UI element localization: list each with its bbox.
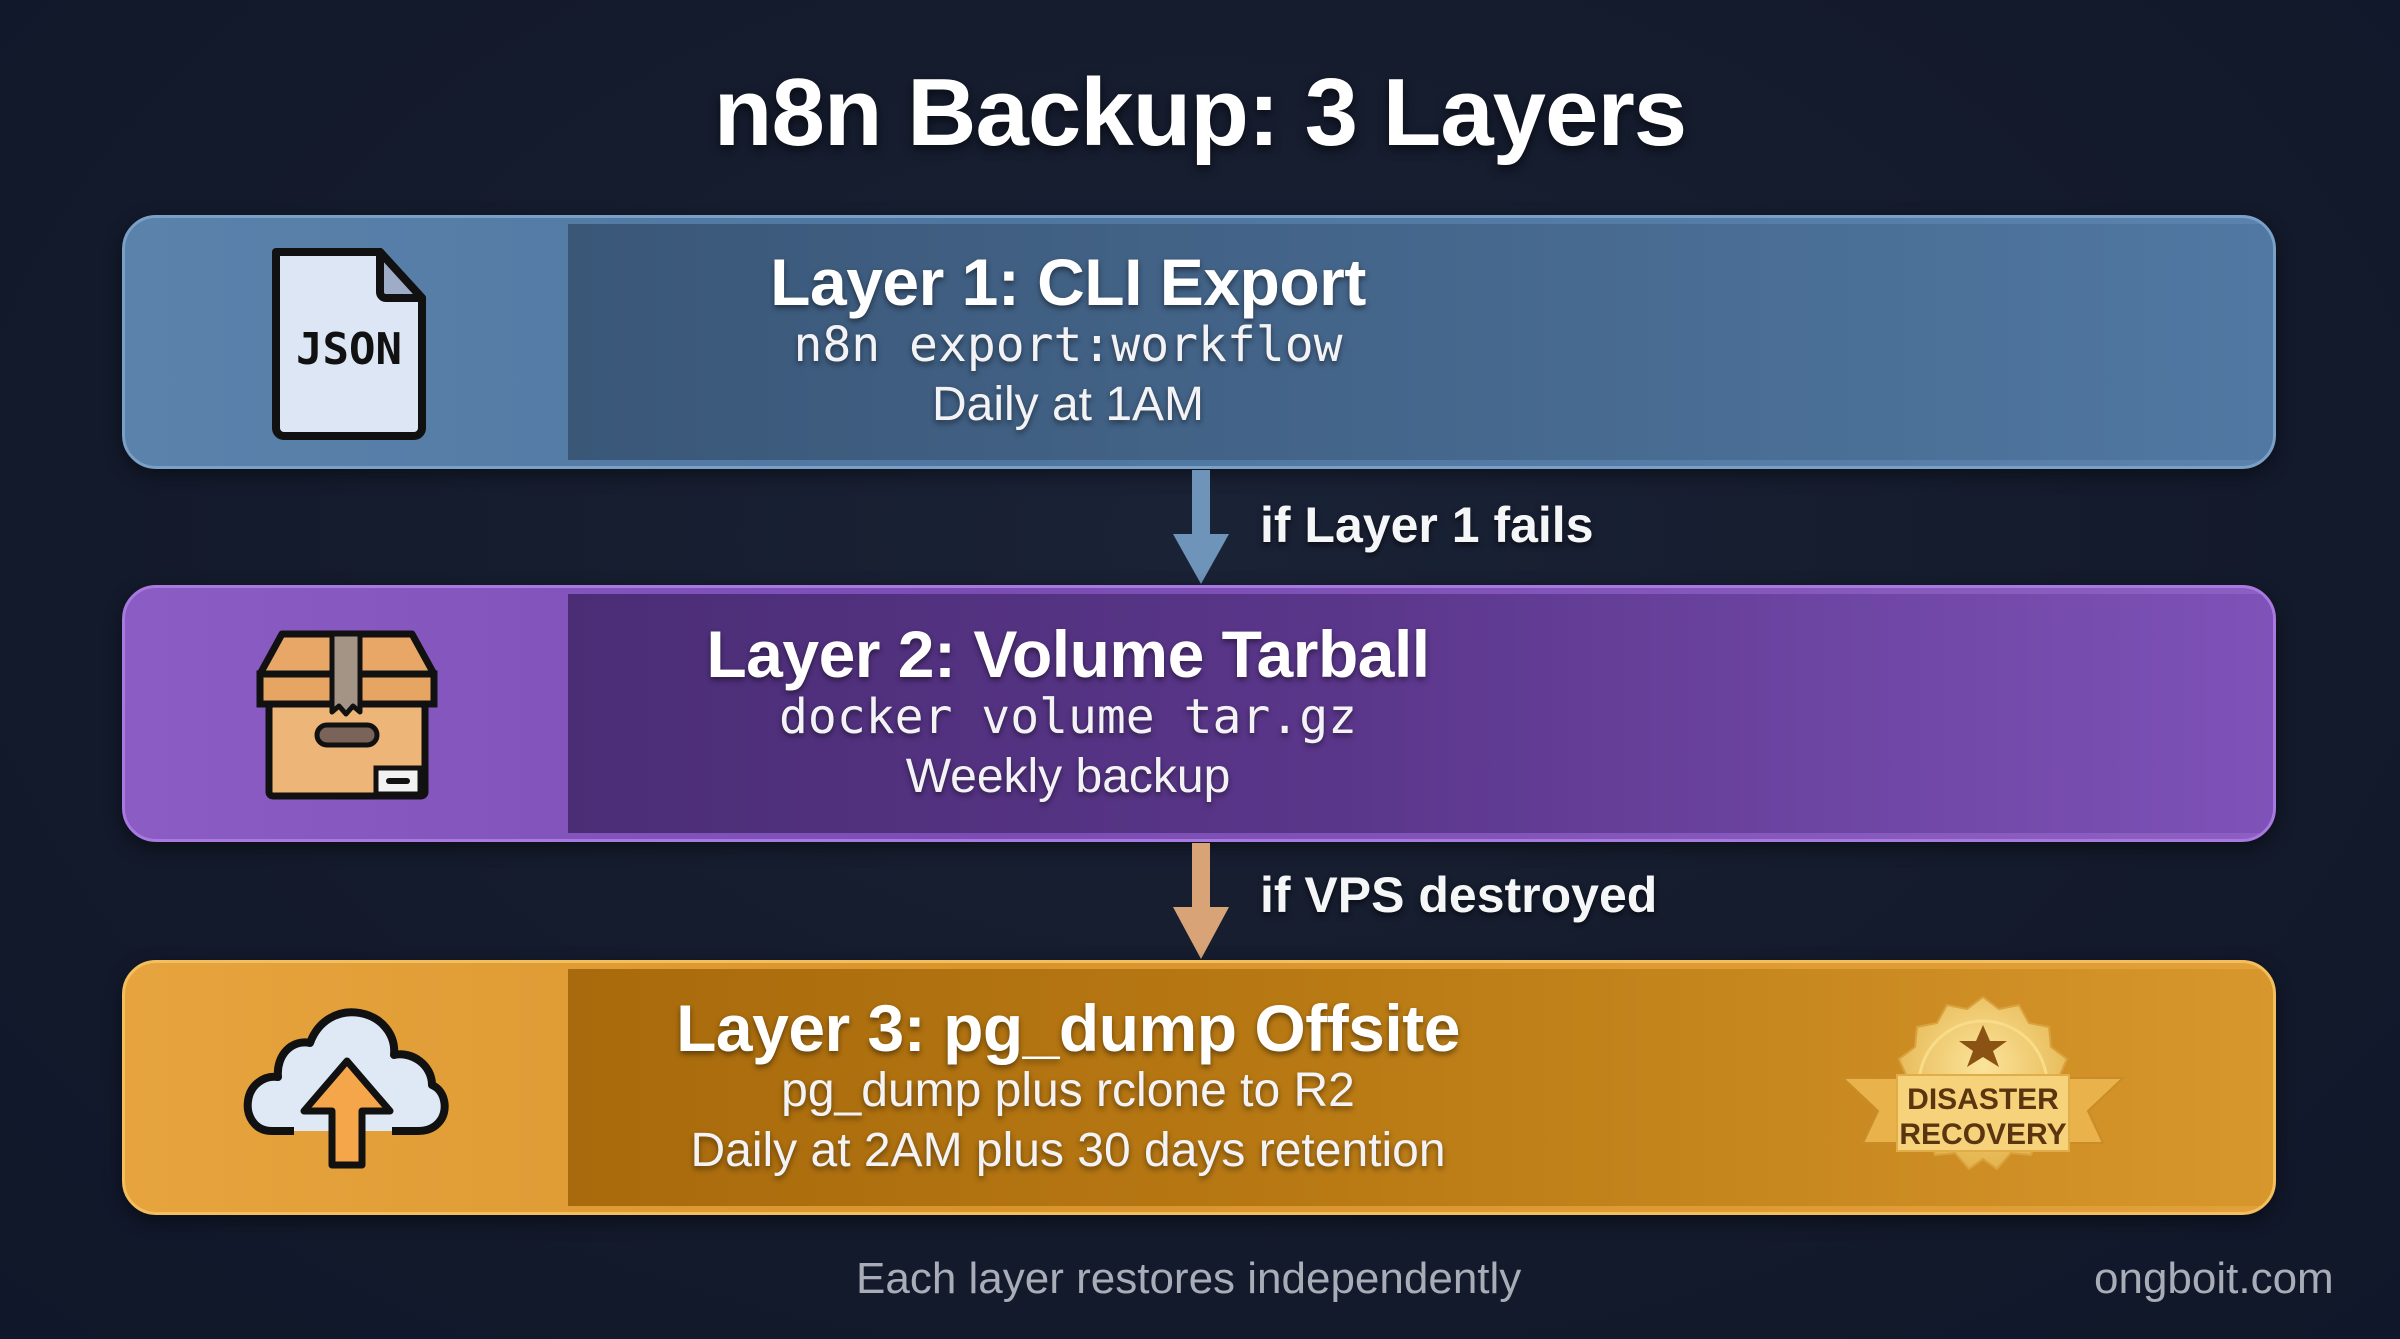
layer-1-text: Layer 1: CLI Export n8n export:workflow … <box>568 218 1568 466</box>
down-arrow-icon <box>1173 470 1229 584</box>
transition-label-1: if Layer 1 fails <box>1260 497 1594 553</box>
seal-icon <box>1840 995 2126 1171</box>
transition-label-2: if VPS destroyed <box>1260 867 1658 923</box>
cardboard-box-icon <box>125 588 568 839</box>
diagram-title: n8n Backup: 3 Layers <box>713 59 1687 166</box>
layer-2-panel: Layer 2: Volume Tarball docker volume ta… <box>122 585 2276 842</box>
json-file-icon: JSON <box>125 218 568 466</box>
layer-2-heading: Layer 2: Volume Tarball <box>706 616 1430 691</box>
layer-3-command: pg_dump plus rclone to R2 <box>781 1063 1355 1117</box>
layer-1-content-bg <box>568 224 2273 460</box>
down-arrow-icon <box>1173 843 1229 959</box>
layer-1-heading: Layer 1: CLI Export <box>770 245 1366 319</box>
layer-2-text: Layer 2: Volume Tarball docker volume ta… <box>568 588 1568 839</box>
layer-1-panel: JSON Layer 1: CLI Export n8n export:work… <box>122 215 2276 469</box>
layer-2-content-bg <box>568 594 2273 833</box>
layer-1-schedule: Daily at 1AM <box>931 378 1205 431</box>
layer-2-schedule: Weekly backup <box>905 749 1231 803</box>
badge-label: DISASTER RECOVERY <box>1897 1083 2069 1152</box>
cloud-upload-icon <box>125 963 568 1212</box>
layer-1-command: n8n export:workflow <box>793 317 1343 373</box>
badge-line-2: RECOVERY <box>1899 1117 2067 1151</box>
footer-brand[interactable]: ongboit.com <box>2094 1254 2334 1303</box>
layer-3-heading: Layer 3: pg_dump Offsite <box>676 990 1460 1065</box>
footer-note: Each layer restores independently <box>856 1254 1522 1303</box>
layer-2-command: docker volume tar.gz <box>779 688 1357 745</box>
svg-text:JSON: JSON <box>296 324 402 375</box>
layer-3-schedule: Daily at 2AM plus 30 days retention <box>690 1123 1446 1177</box>
disaster-recovery-badge: DISASTER RECOVERY <box>1833 993 2133 1193</box>
badge-line-1: DISASTER <box>1907 1083 2059 1116</box>
layer-3-text: Layer 3: pg_dump Offsite pg_dump plus rc… <box>568 963 1568 1212</box>
layer-3-panel: Layer 3: pg_dump Offsite pg_dump plus rc… <box>122 960 2276 1215</box>
